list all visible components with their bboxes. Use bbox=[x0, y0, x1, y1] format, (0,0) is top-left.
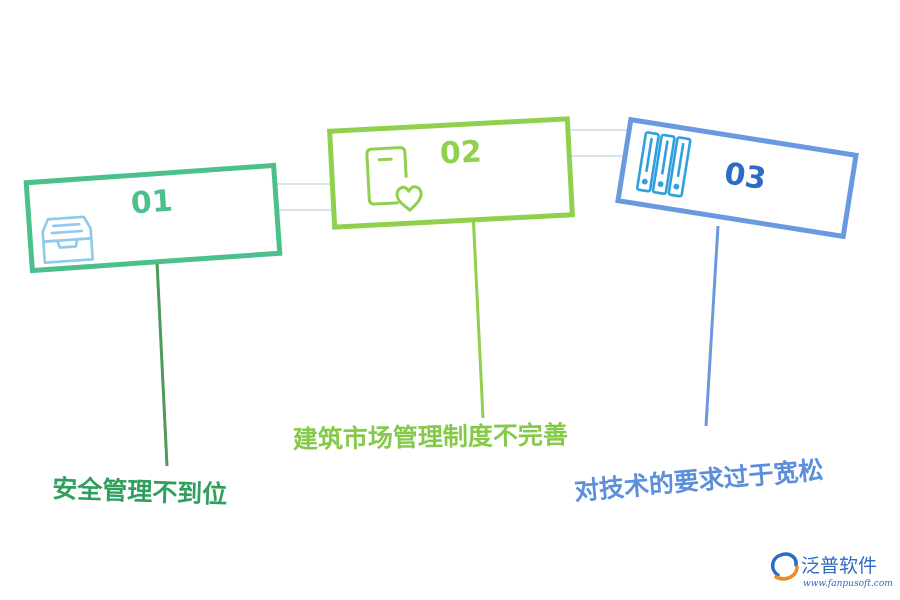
card-1-frame bbox=[23, 162, 283, 274]
card-1-number: 01 bbox=[130, 184, 174, 222]
card-3-number: 03 bbox=[722, 156, 769, 197]
card-1: 01 bbox=[23, 162, 283, 274]
stem-line-1 bbox=[155, 261, 169, 467]
stem-line-3 bbox=[704, 225, 720, 427]
fanpu-logo-icon bbox=[771, 552, 799, 581]
brand-url: www.fanpusoft.com bbox=[803, 579, 893, 589]
phone-heart-icon bbox=[365, 146, 423, 212]
stem-line-2 bbox=[471, 211, 485, 419]
inbox-tray-icon bbox=[41, 215, 95, 264]
caption-1: 安全管理不到位 bbox=[52, 474, 228, 509]
card-2: 02 bbox=[327, 116, 575, 230]
brand-watermark: 泛普软件 www.fanpusoft.com bbox=[771, 552, 893, 589]
card-3-frame bbox=[615, 116, 859, 240]
caption-3: 对技术的要求过于宽松 bbox=[573, 455, 825, 506]
card-2-frame bbox=[327, 116, 575, 230]
server-rack-icon bbox=[635, 131, 692, 198]
caption-2: 建筑市场管理制度不完善 bbox=[293, 420, 568, 454]
card-2-number: 02 bbox=[439, 134, 483, 171]
card-3: 03 bbox=[615, 116, 859, 240]
brand-name: 泛普软件 bbox=[801, 555, 877, 577]
